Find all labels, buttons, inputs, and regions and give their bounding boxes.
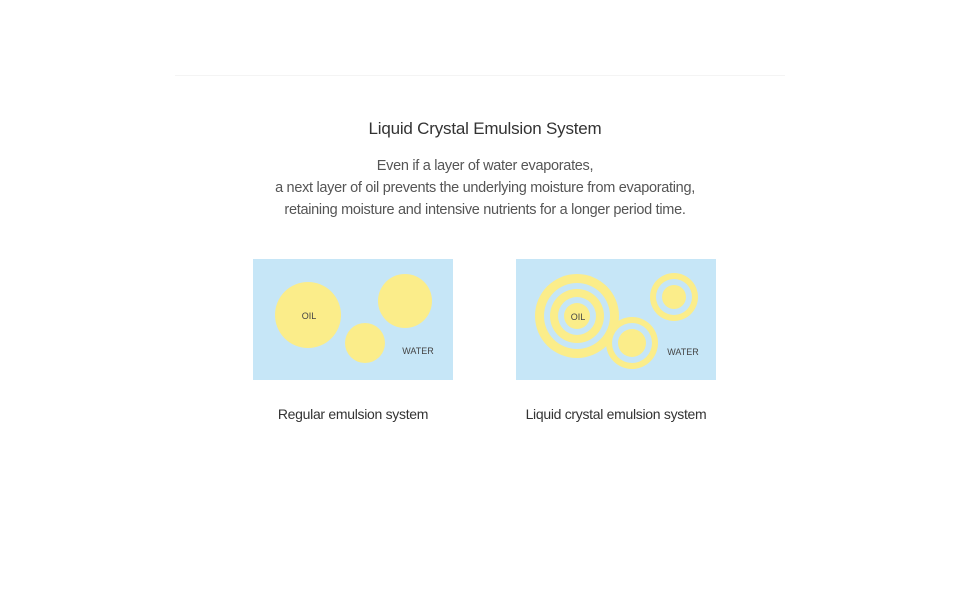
liquid-crystal-emulsion-illustration: OIL WATER xyxy=(535,273,699,369)
regular-emulsion-diagram: OIL WATER xyxy=(253,259,453,380)
description-line-1: Even if a layer of water evaporates, xyxy=(376,158,594,174)
layered-oil-droplet-bottom xyxy=(606,317,658,369)
water-label: WATER xyxy=(402,346,434,356)
liquid-crystal-emulsion-diagram: OIL WATER xyxy=(516,259,716,380)
liquid-crystal-emulsion-caption: Liquid crystal emulsion system xyxy=(525,406,707,422)
oil-droplet-small xyxy=(345,323,385,363)
layered-oil-droplet-large xyxy=(535,274,619,358)
oil-label: OIL xyxy=(571,312,586,322)
oil-label: OIL xyxy=(302,311,317,321)
regular-emulsion-illustration: OIL WATER xyxy=(275,274,434,363)
oil-droplet-large xyxy=(275,282,341,348)
regular-emulsion-caption: Regular emulsion system xyxy=(277,406,429,422)
layered-oil-droplet-top-right xyxy=(650,273,698,321)
top-divider xyxy=(175,75,785,76)
oil-droplet-medium xyxy=(378,274,432,328)
section-description: Even if a layer of water evaporates, a n… xyxy=(0,155,970,221)
section-title: Liquid Crystal Emulsion System xyxy=(368,119,602,138)
description-line-2: a next layer of oil prevents the underly… xyxy=(275,180,695,196)
water-label: WATER xyxy=(667,347,699,357)
description-line-3: retaining moisture and intensive nutrien… xyxy=(284,202,686,218)
